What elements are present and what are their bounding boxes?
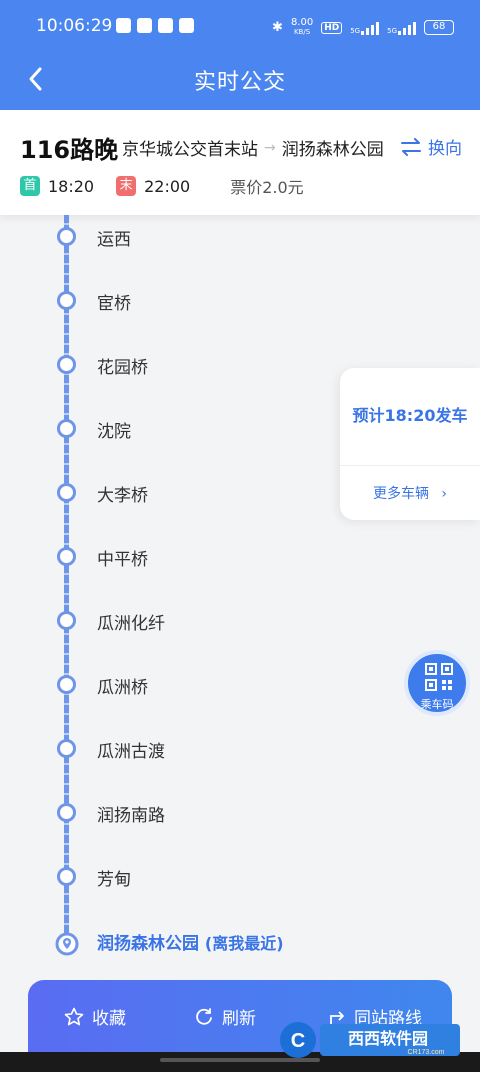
stop-name: 瓜洲化纤 (97, 614, 165, 634)
qr-code-icon (425, 663, 453, 691)
stop-item[interactable]: 瓜洲古渡 (0, 727, 480, 767)
route-card: 116路晚 京华城公交首末站 → 润扬森林公园 换向 首 18:20 末 22:… (0, 110, 480, 215)
back-button[interactable] (22, 64, 52, 94)
stop-name: 宦桥 (97, 294, 131, 314)
stop-dot (57, 355, 76, 374)
stop-dot (57, 483, 76, 502)
stop-item[interactable]: 花园桥 (0, 343, 480, 383)
ride-code-label: 乘车码 (420, 698, 454, 711)
refresh-icon (196, 1007, 212, 1025)
last-bus-badge: 末 (116, 176, 137, 196)
signal-1: 5G (350, 21, 380, 35)
last-bus-time: 22:00 (144, 176, 191, 196)
route-direction: 京华城公交首末站 → 润扬森林公园 (122, 135, 384, 161)
stop-dot (57, 867, 76, 886)
location-pin-icon (55, 932, 79, 956)
route-to: 润扬森林公园 (281, 140, 384, 160)
arrow-right-icon: → (264, 139, 276, 156)
swap-icon (401, 137, 421, 156)
turn-arrow-icon (330, 1010, 344, 1026)
app-header: 实时公交 (0, 50, 480, 110)
stop-item[interactable]: 瓜洲桥 (0, 663, 480, 703)
stop-name: 芳甸 (97, 870, 131, 890)
destination-name: 润扬森林公园 (离我最近) (97, 934, 284, 954)
hd-badge: HD (321, 21, 343, 34)
divider (340, 465, 480, 466)
stop-item[interactable]: 运西 (0, 215, 480, 255)
watermark-text: 西西软件园 (348, 1029, 428, 1048)
app-notification-icon (116, 18, 131, 33)
stop-item[interactable]: 芳甸 (0, 855, 480, 895)
bluetooth-icon: ✱ (272, 20, 283, 35)
home-indicator[interactable] (160, 1058, 320, 1062)
planned-departure: 预计18:20发车 (352, 406, 468, 425)
signal-bars-icon (398, 21, 416, 35)
stop-name: 瓜洲古渡 (97, 742, 165, 762)
stop-dot (57, 611, 76, 630)
watermark-logo: C 西西软件园 CR173.com (276, 1020, 462, 1060)
stop-dot (57, 547, 76, 566)
stop-item[interactable]: 大李桥 (0, 471, 480, 511)
route-times: 首 18:20 末 22:00 票价2.0元 (20, 174, 304, 198)
chevron-right-icon: › (441, 486, 448, 502)
stop-name: 润扬南路 (97, 806, 165, 826)
refresh-button[interactable]: 刷新 (194, 1004, 256, 1029)
route-name: 116路晚 (20, 136, 119, 164)
battery-icon: 68 (424, 20, 454, 35)
stop-dot (57, 291, 76, 310)
ride-code-button[interactable]: 乘车码 (404, 650, 470, 716)
stop-name: 大李桥 (97, 486, 148, 506)
stop-name: 中平桥 (97, 550, 148, 570)
stop-item[interactable]: 宦桥 (0, 279, 480, 319)
stop-dot (57, 675, 76, 694)
stop-item[interactable]: 沈院 (0, 407, 480, 447)
stop-name: 花园桥 (97, 358, 148, 378)
stop-dot (57, 419, 76, 438)
more-vehicles-button[interactable]: 更多车辆 › (372, 486, 448, 502)
fare: 票价2.0元 (230, 178, 304, 197)
swap-direction-button[interactable]: 换向 (400, 134, 462, 159)
stop-dot (57, 227, 76, 246)
favorite-button[interactable]: 收藏 (64, 1004, 126, 1029)
stop-name: 沈院 (97, 422, 131, 442)
stop-list[interactable]: 运西 宦桥 花园桥 沈院 大李桥 中平桥 瓜洲化纤 瓜洲桥 瓜洲古渡 润扬南路 … (0, 215, 480, 985)
route-line (64, 215, 69, 935)
destination-stop[interactable]: 润扬森林公园 (离我最近) (0, 919, 480, 959)
notification-icons (116, 18, 194, 33)
stop-name: 运西 (97, 230, 131, 250)
app-notification-icon (158, 18, 173, 33)
signal-2: 5G (387, 21, 416, 35)
first-bus-badge: 首 (20, 176, 40, 196)
stop-dot (57, 739, 76, 758)
route-from: 京华城公交首末站 (122, 140, 258, 160)
chevron-left-icon (29, 67, 42, 91)
star-icon (64, 1007, 84, 1025)
app-notification-icon (137, 18, 152, 33)
stop-item[interactable]: 中平桥 (0, 535, 480, 575)
first-bus-time: 18:20 (48, 176, 95, 196)
stop-item[interactable]: 瓜洲化纤 (0, 599, 480, 639)
app-notification-icon (179, 18, 194, 33)
status-time: 10:06:29 (36, 16, 113, 36)
stop-name: 瓜洲桥 (97, 678, 148, 698)
svg-text:C: C (291, 1030, 305, 1052)
nearest-note: (离我最近) (204, 934, 284, 953)
nav-bar-area (0, 1052, 480, 1072)
departure-card: 预计18:20发车 更多车辆 › (340, 368, 480, 520)
swap-label: 换向 (428, 139, 462, 159)
stop-item[interactable]: 润扬南路 (0, 791, 480, 831)
stop-dot (57, 803, 76, 822)
page-title: 实时公交 (193, 70, 286, 95)
signal-bars-icon (361, 21, 380, 35)
watermark-site: CR173.com (408, 1049, 445, 1056)
